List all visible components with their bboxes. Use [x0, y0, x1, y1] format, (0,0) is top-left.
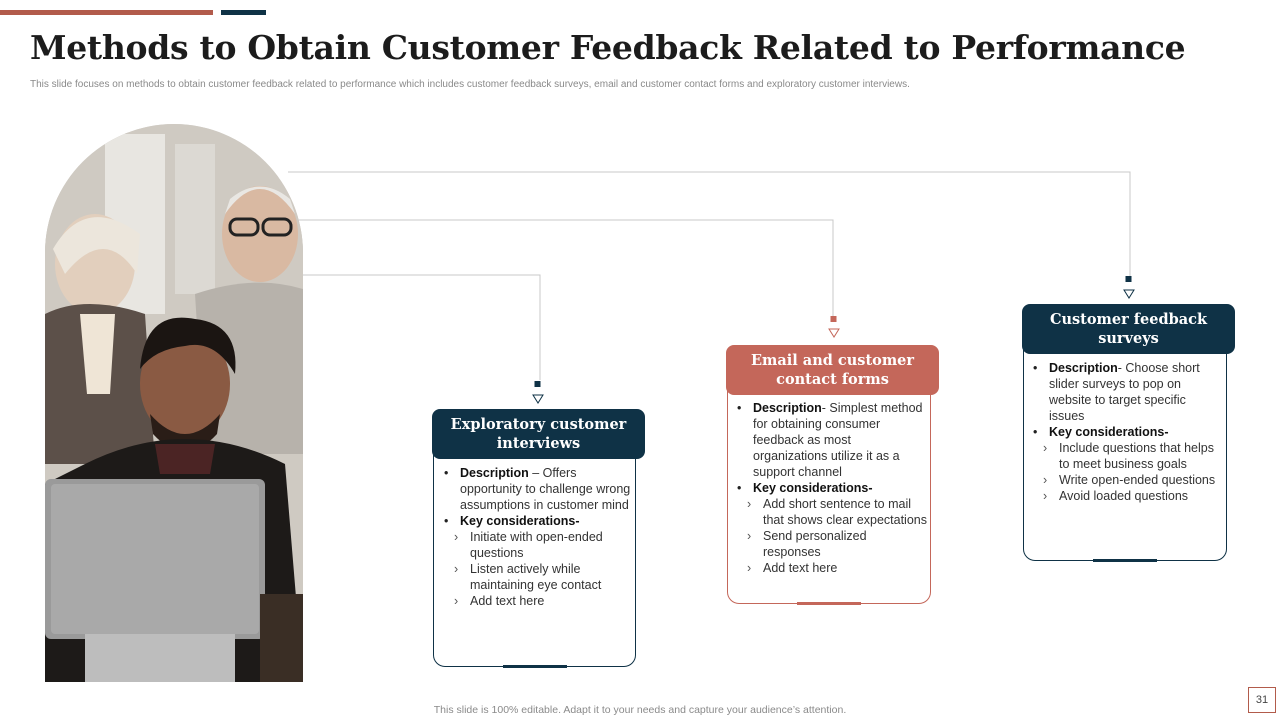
considerations-heading: Key considerations-: [1029, 424, 1223, 440]
consideration-item: Send personalized responses: [733, 528, 927, 560]
card-header: Email and customer contact forms: [726, 345, 939, 395]
description-item: Description – Offers opportunity to chal…: [440, 465, 632, 513]
page-number: 31: [1248, 687, 1276, 713]
card-bottom-accent: [502, 665, 567, 668]
consideration-item: Add short sentence to mail that shows cl…: [733, 496, 927, 528]
page-title: Methods to Obtain Customer Feedback Rela…: [30, 28, 1186, 67]
consideration-item: Include questions that helps to meet bus…: [1029, 440, 1223, 472]
description-item: Description- Choose short slider surveys…: [1029, 360, 1223, 424]
card-content: Description- Simplest method for obtaini…: [733, 400, 927, 576]
consideration-item: Add text here: [440, 593, 632, 609]
consideration-item: Initiate with open-ended questions: [440, 529, 632, 561]
people-at-laptop-photo: [45, 124, 303, 682]
consideration-item: Avoid loaded questions: [1029, 488, 1223, 504]
card-bottom-accent: [1093, 559, 1157, 562]
accent-bar-right: [221, 10, 266, 15]
card-header: Customer feedback surveys: [1022, 304, 1235, 354]
description-item: Description- Simplest method for obtaini…: [733, 400, 927, 480]
considerations-heading: Key considerations-: [440, 513, 632, 529]
consideration-item: Add text here: [733, 560, 927, 576]
photo-illustration: [45, 124, 303, 682]
page-subtitle: This slide focuses on methods to obtain …: [30, 79, 910, 90]
consideration-item: Listen actively while maintaining eye co…: [440, 561, 632, 593]
considerations-heading: Key considerations-: [733, 480, 927, 496]
card-content: Description- Choose short slider surveys…: [1029, 360, 1223, 504]
consideration-item: Write open-ended questions: [1029, 472, 1223, 488]
card-bottom-accent: [797, 602, 861, 605]
card-header: Exploratory customer interviews: [432, 409, 645, 459]
card-content: Description – Offers opportunity to chal…: [440, 465, 632, 609]
footer-note: This slide is 100% editable. Adapt it to…: [433, 704, 847, 716]
accent-bar-left: [0, 10, 213, 15]
